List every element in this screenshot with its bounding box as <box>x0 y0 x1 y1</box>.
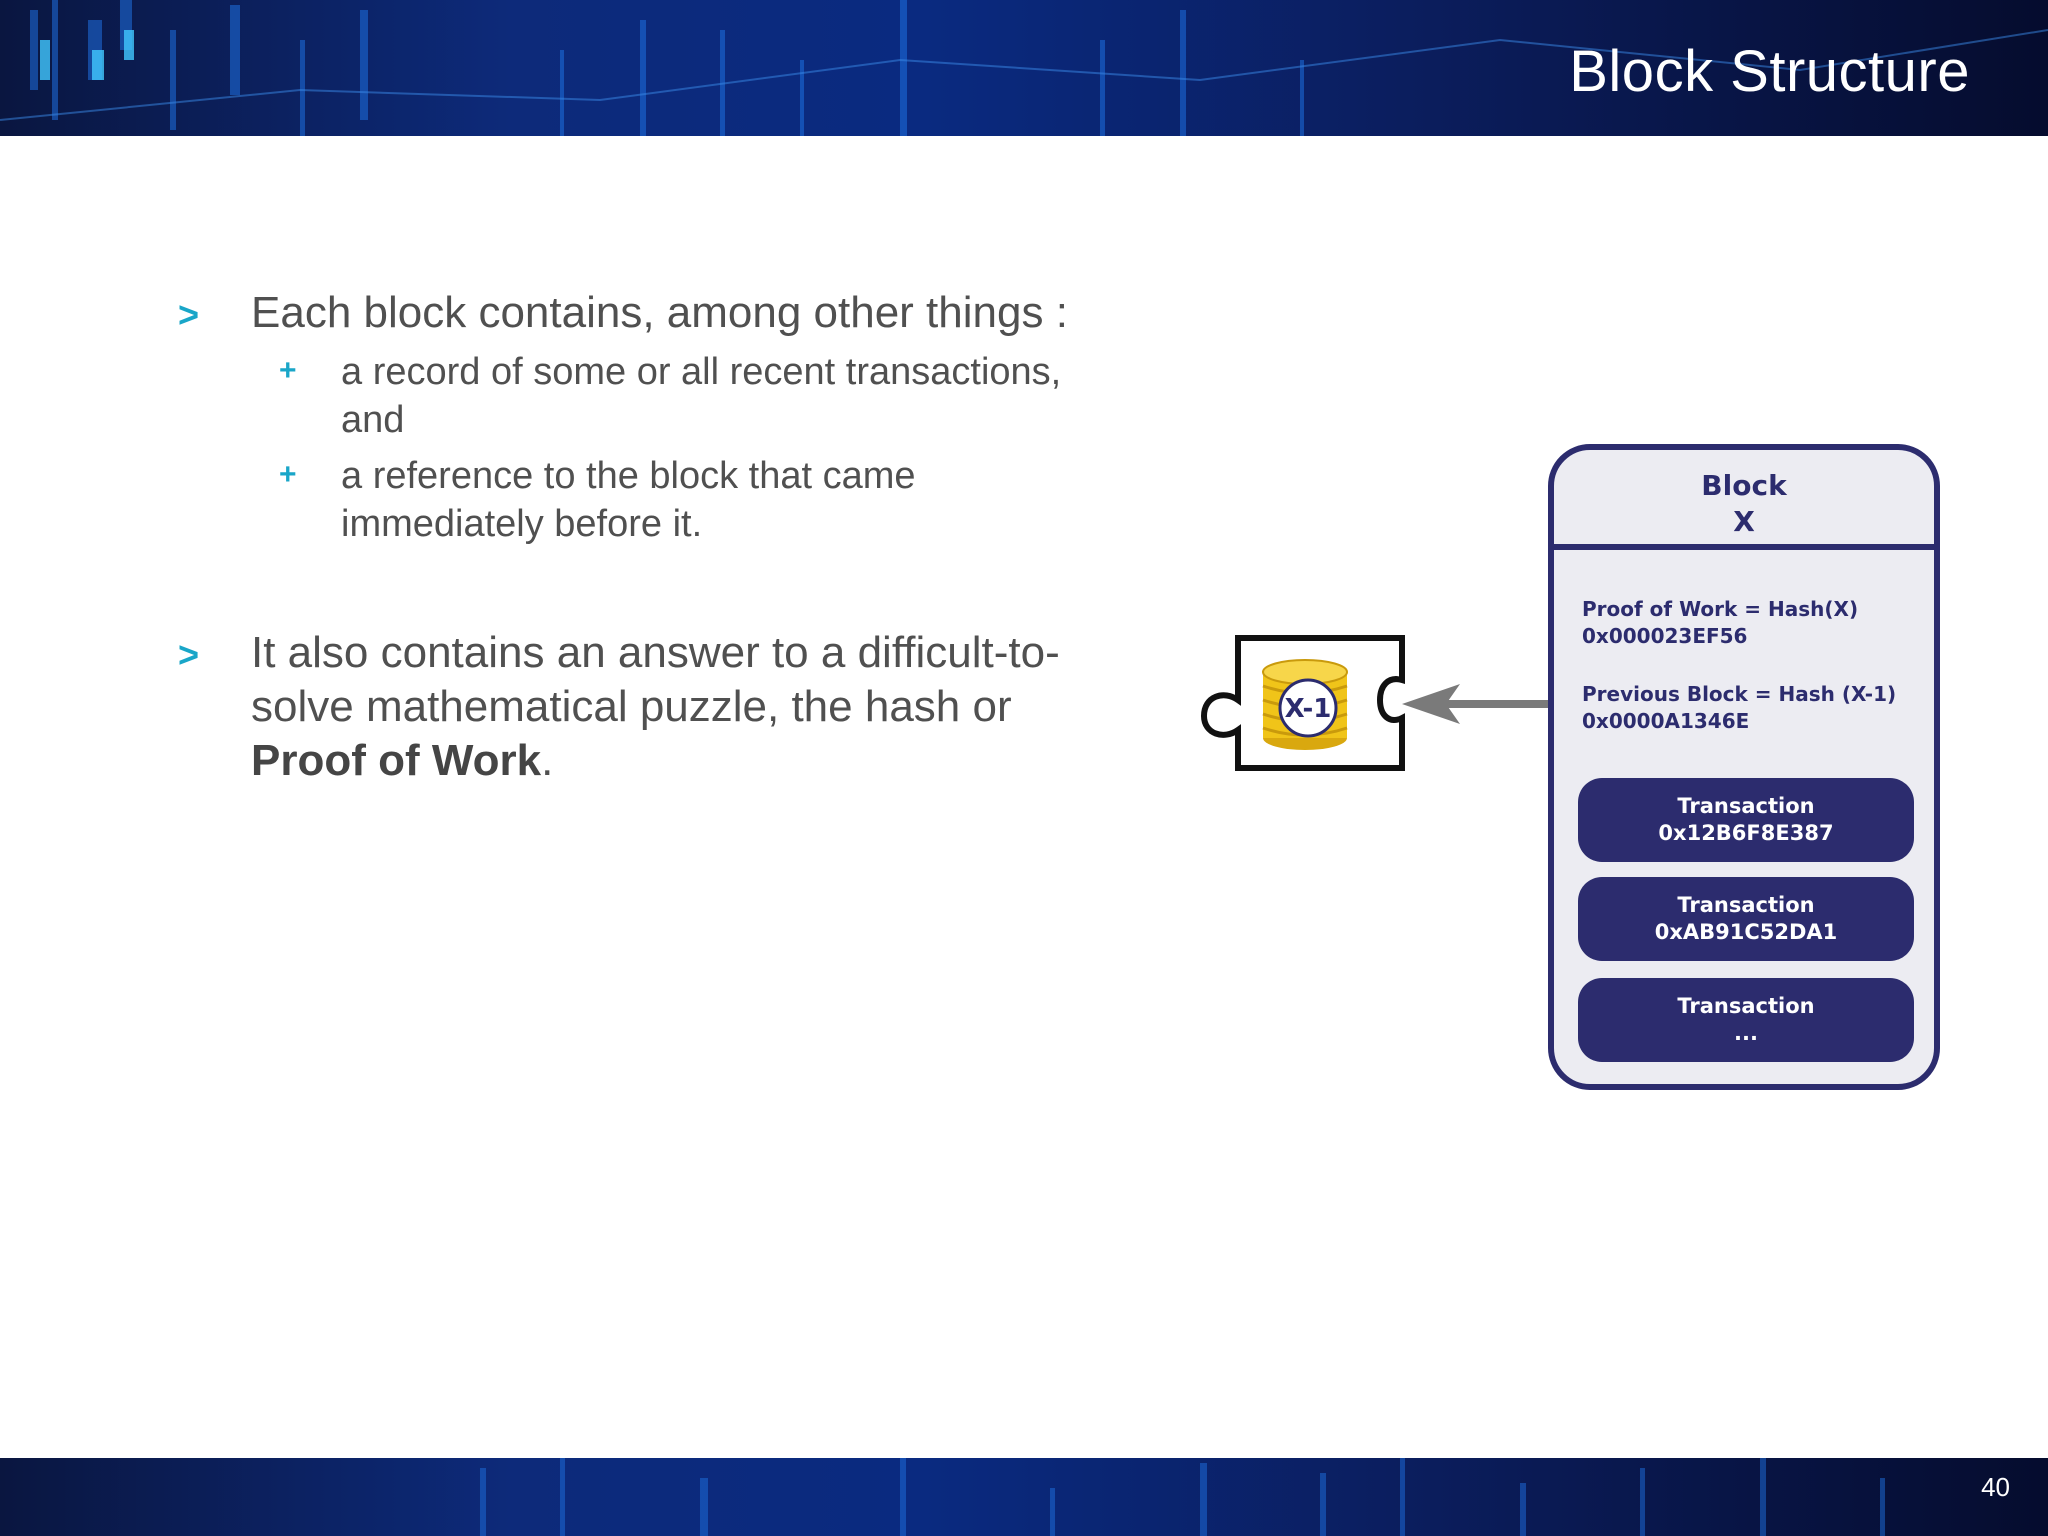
previous-block-label: Previous Block = Hash (X-1) <box>1582 682 1897 706</box>
bullet-marker: > <box>178 634 200 675</box>
transaction-label: Transaction <box>1677 994 1815 1018</box>
bullet-line: Proof of Work. <box>251 734 1151 788</box>
stock-ticker-background <box>480 1458 1885 1536</box>
sub-bullet-line: a record of some or all recent transacti… <box>341 351 1062 393</box>
proof-of-work-value: 0x000023EF56 <box>1582 624 1748 648</box>
block-title: Block <box>1701 469 1787 502</box>
puzzle-piece-icon: X-1 <box>1200 635 1405 771</box>
previous-block-value: 0x0000A1346E <box>1582 709 1750 733</box>
bullet-line: solve mathematical puzzle, the hash or <box>251 682 1012 731</box>
footer-banner: 40 <box>0 1458 2048 1536</box>
transaction-box: Transaction 0x12B6F8E387 <box>1578 778 1914 862</box>
page-number: 40 <box>1981 1472 2010 1502</box>
transaction-hash: 0xAB91C52DA1 <box>1654 920 1838 944</box>
sub-bullet-marker: + <box>279 354 297 387</box>
transaction-label: Transaction <box>1677 794 1815 818</box>
bullet-text: Each block contains, among other things … <box>251 288 1068 337</box>
bullet-line: It also contains an answer to a difficul… <box>251 628 1060 677</box>
sub-bullet-line: immediately before it. <box>341 503 703 545</box>
transaction-box: Transaction ... <box>1578 978 1914 1062</box>
block-header: Block X <box>1554 450 1934 550</box>
arrow-icon <box>1402 684 1550 724</box>
coin-stack-icon <box>1262 659 1348 750</box>
proof-of-work-field: Proof of Work = Hash(X) 0x000023EF56 <box>1582 596 1858 650</box>
bullet-text: It also contains an answer to a difficul… <box>251 626 1151 788</box>
transaction-label: Transaction <box>1677 893 1815 917</box>
previous-block-field: Previous Block = Hash (X-1) 0x0000A1346E <box>1582 681 1896 735</box>
bullet-tail: . <box>541 736 554 785</box>
sub-bullet-line: and <box>341 399 405 441</box>
puzzle-label: X-1 <box>1285 694 1332 724</box>
proof-of-work-emphasis: Proof of Work <box>251 736 542 785</box>
slide-title: Block Structure <box>1569 39 1970 104</box>
bullet-marker: > <box>178 294 200 335</box>
transaction-hash: 0x12B6F8E387 <box>1658 821 1834 845</box>
sub-bullet-text: a record of some or all recent transacti… <box>341 348 1161 444</box>
transaction-hash: ... <box>1734 1021 1758 1045</box>
block-diagram: Block X Proof of Work = Hash(X) 0x000023… <box>1548 444 1940 1090</box>
block-id: X <box>1733 505 1755 538</box>
transaction-box: Transaction 0xAB91C52DA1 <box>1578 877 1914 961</box>
sub-bullet-line: a reference to the block that came <box>341 455 916 497</box>
sub-bullet-marker: + <box>279 458 297 491</box>
sub-bullet-text: a reference to the block that came immed… <box>341 452 1161 548</box>
header-banner: Block Structure <box>0 0 2048 136</box>
proof-of-work-label: Proof of Work = Hash(X) <box>1582 597 1859 621</box>
stock-ticker-background <box>0 0 2048 136</box>
